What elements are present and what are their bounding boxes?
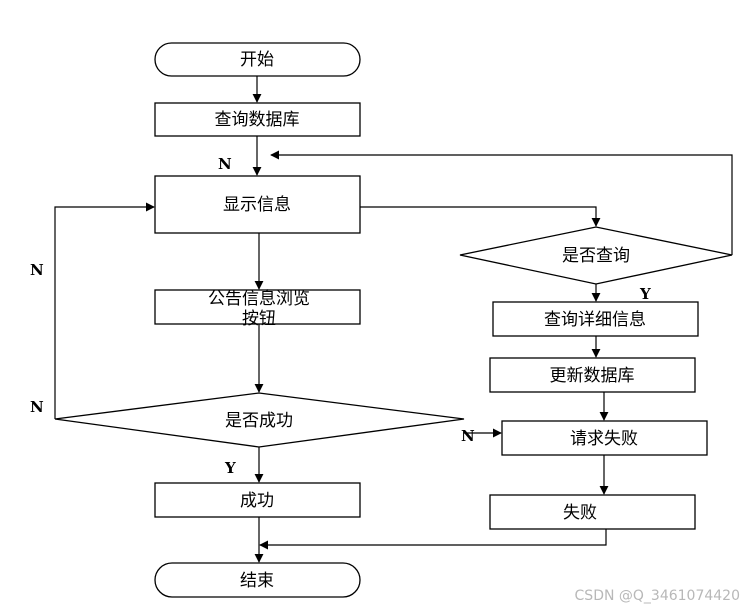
notice-browse-label-line2: 按钮 <box>242 309 276 329</box>
arrow-is-success-no-loop <box>54 202 155 419</box>
is-query-decision: 是否查询 <box>459 226 733 285</box>
label-y-success: Y <box>224 459 236 477</box>
label-n-left-lower: N <box>30 398 44 416</box>
query-detail-label: 查询详细信息 <box>544 310 646 330</box>
success-box: 成功 <box>154 482 361 518</box>
arrow-is-query-no-loop <box>270 150 733 255</box>
notice-browse-box: 公告信息浏览 按钮 <box>154 289 361 329</box>
end-terminal: 结束 <box>154 562 361 598</box>
connectors <box>54 76 733 563</box>
update-db-box: 更新数据库 <box>489 357 696 393</box>
label-n-top: N <box>218 155 232 173</box>
is-success-decision: 是否成功 <box>54 392 465 448</box>
is-query-label: 是否查询 <box>562 246 630 266</box>
notice-browse-label-line1: 公告信息浏览 <box>208 289 310 309</box>
label-y-query: Y <box>639 285 651 303</box>
end-label: 结束 <box>240 571 274 591</box>
request-fail-box: 请求失败 <box>501 420 708 456</box>
success-label: 成功 <box>240 491 274 511</box>
label-n-left-upper: N <box>30 261 44 279</box>
watermark-text: CSDN @Q_3461074420 <box>575 588 740 604</box>
label-n-to-request-fail: N <box>461 427 475 445</box>
start-terminal: 开始 <box>154 42 361 77</box>
show-info-label: 显示信息 <box>223 195 291 215</box>
arrow-show-info-to-is-query <box>360 206 601 227</box>
fail-box: 失败 <box>489 494 696 530</box>
update-db-label: 更新数据库 <box>550 366 635 386</box>
show-info-box: 显示信息 <box>154 175 361 234</box>
arrow-fail-to-end <box>259 529 607 550</box>
fail-label: 失败 <box>563 503 597 523</box>
query-db-label: 查询数据库 <box>215 110 300 130</box>
query-db-box: 查询数据库 <box>154 102 361 137</box>
query-detail-box: 查询详细信息 <box>492 301 699 337</box>
is-success-label: 是否成功 <box>225 411 293 431</box>
start-label: 开始 <box>240 50 274 70</box>
request-fail-label: 请求失败 <box>570 429 638 449</box>
